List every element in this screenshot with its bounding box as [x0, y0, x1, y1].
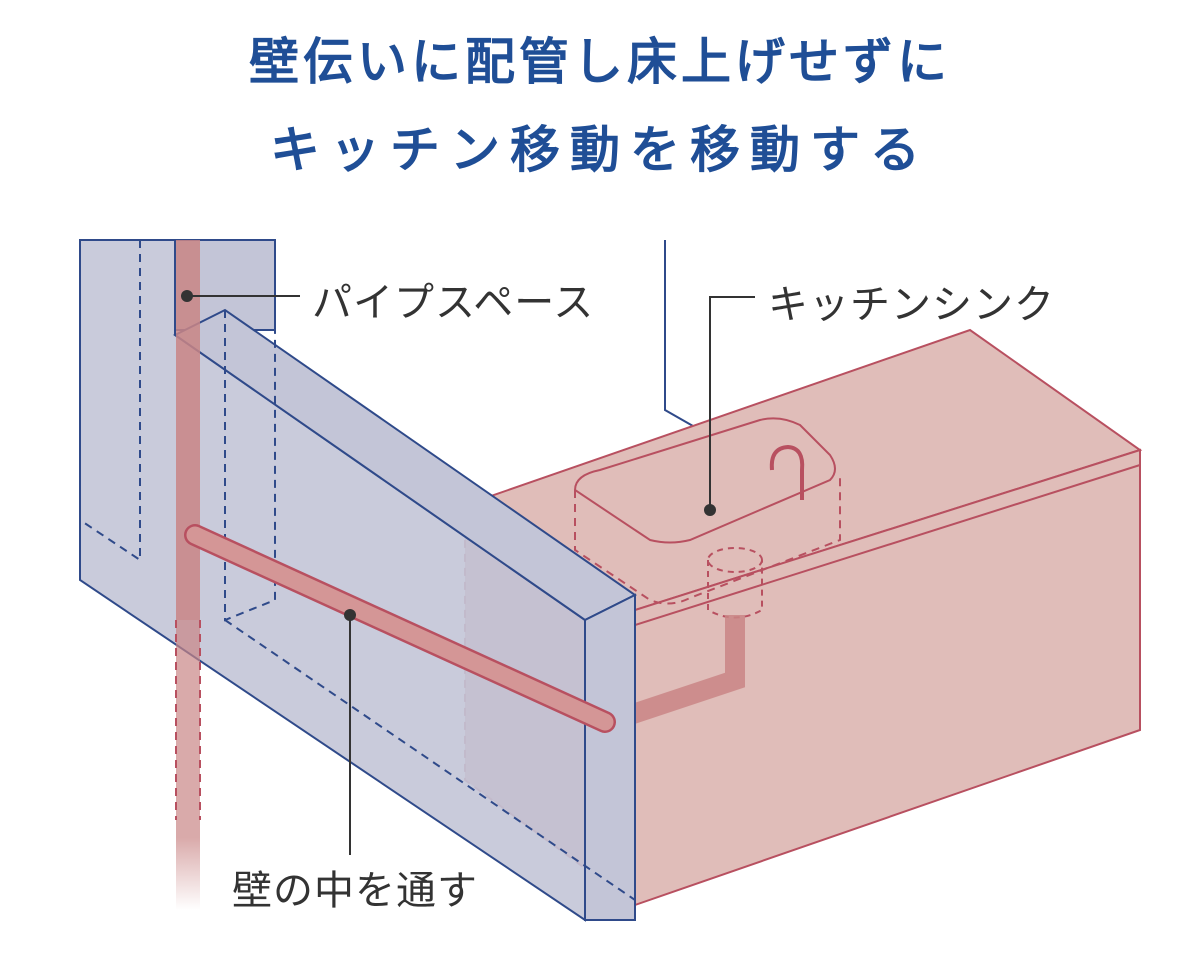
- title-line-2: キッチン移動を移動する: [270, 121, 930, 179]
- title-line-1: 壁伝いに配管し床上げせずに: [249, 33, 951, 91]
- drain-pipe: [596, 615, 745, 735]
- label-kitchen-sink: キッチンシンク: [768, 282, 1055, 328]
- vertical-pipe: [176, 240, 200, 620]
- label-pipe-space: パイプスペース: [312, 280, 595, 326]
- wall: [79, 239, 637, 922]
- horizontal-pipe-fill: [186, 526, 614, 731]
- leader-dots: [181, 290, 716, 621]
- label-through-wall: 壁の中を通す: [232, 868, 478, 914]
- faucet-icon: [769, 444, 805, 500]
- vertical-pipe-hidden: [176, 620, 200, 910]
- leader-lines: [187, 295, 755, 855]
- back-wall-lines: [464, 240, 701, 506]
